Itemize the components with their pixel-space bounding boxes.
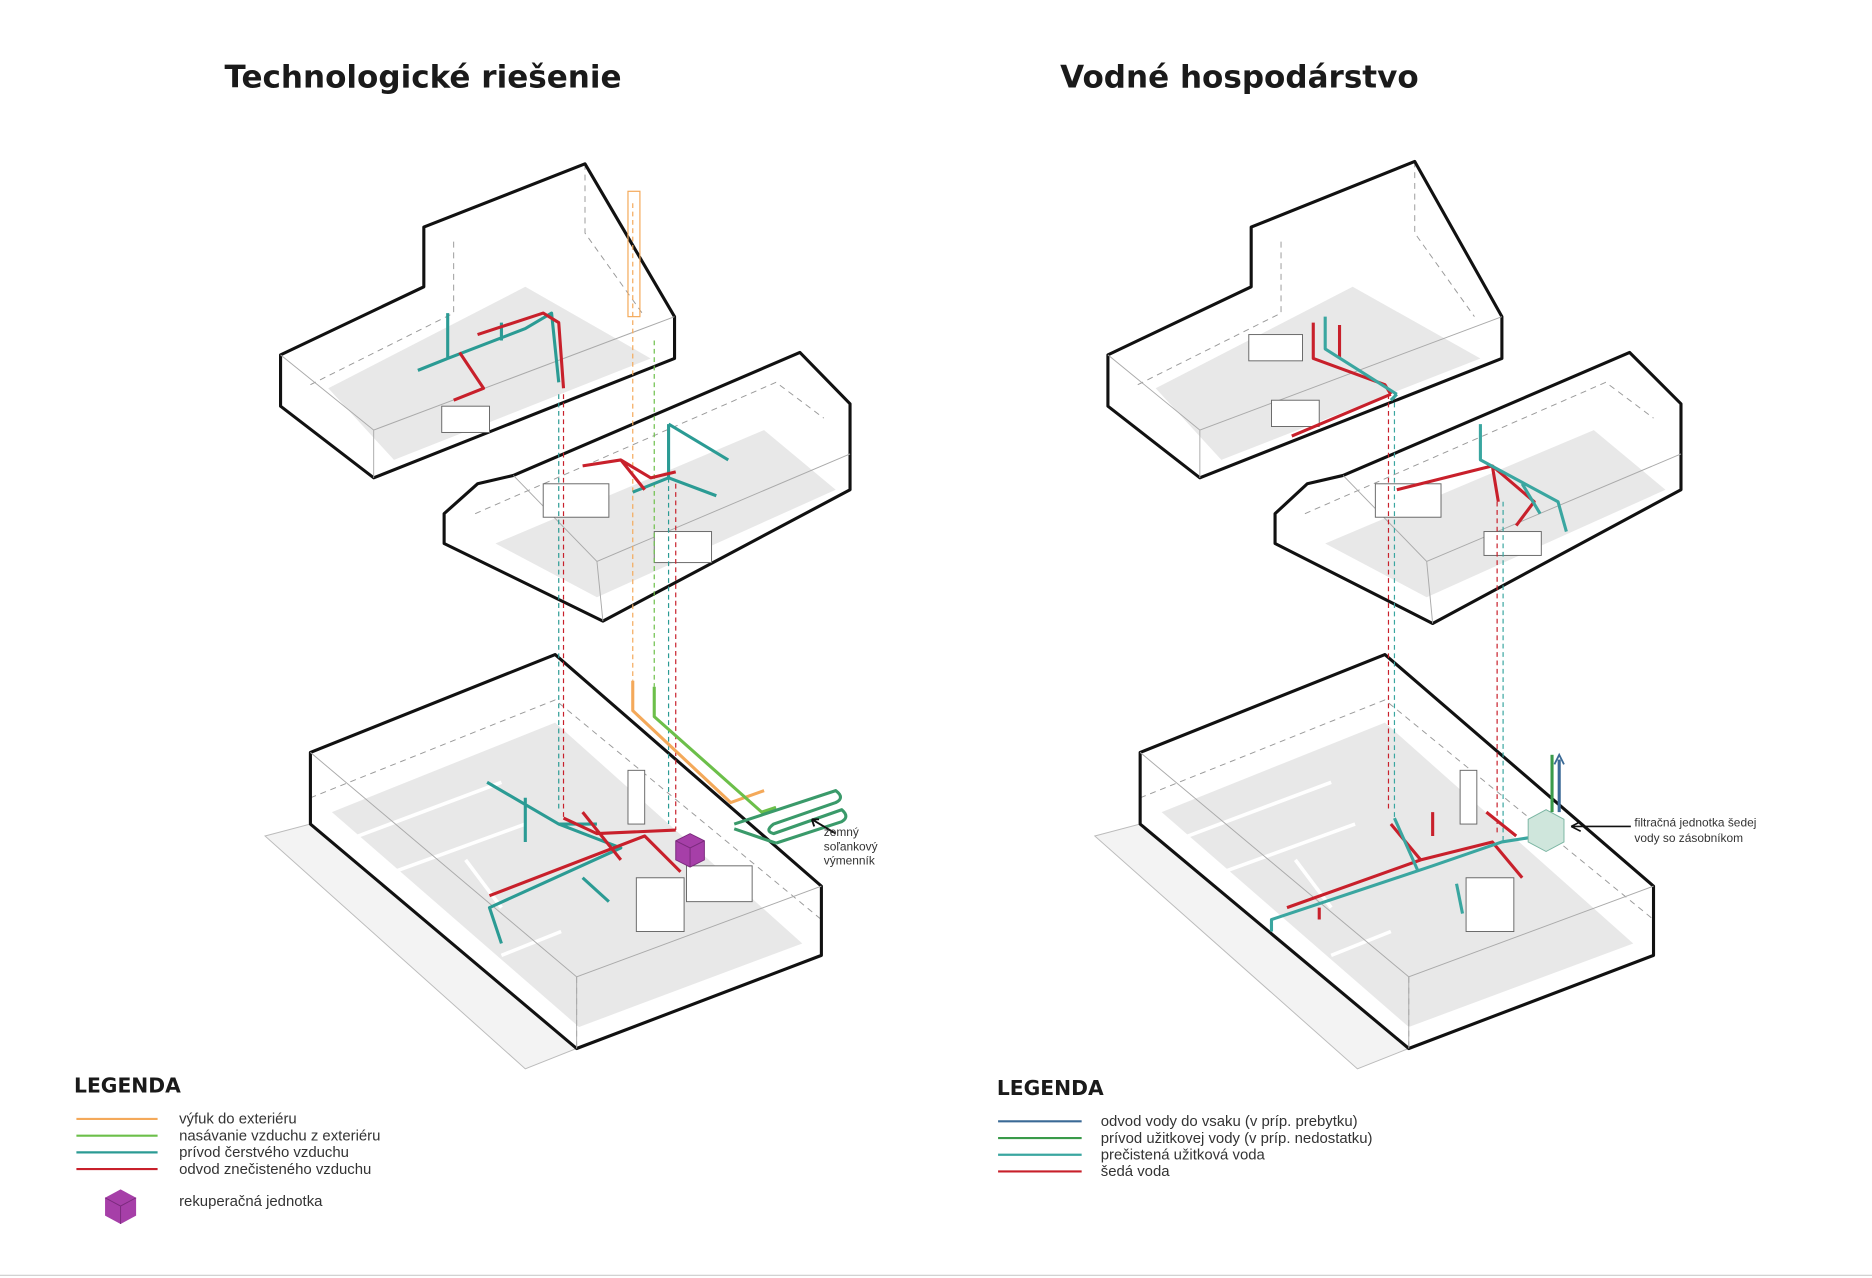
legend-label: nasávanie vzduchu z exteriéru xyxy=(179,1127,380,1144)
arrow-icon xyxy=(810,818,837,835)
left-panel: Technologické riešenie xyxy=(74,59,878,1225)
building-ground-floor xyxy=(308,652,823,1051)
purple-cube-icon xyxy=(104,1189,137,1225)
intake-duct xyxy=(652,686,848,845)
legend-label: odvod vody do vsaku (v príp. prebytku) xyxy=(1101,1113,1358,1130)
exhaust-duct xyxy=(631,680,765,805)
building-middle-floor xyxy=(1273,350,1683,626)
right-title: Vodné hospodárstvo xyxy=(1060,59,1419,95)
arrow-icon xyxy=(1570,820,1631,832)
left-legend: LEGENDA výfuk do exteriéru nasávanie vzd… xyxy=(74,1074,380,1225)
building-ground-floor xyxy=(1138,652,1656,1051)
building-upper-floor xyxy=(279,162,677,480)
fresh-air-pipes xyxy=(417,311,730,944)
recuperation-unit xyxy=(675,833,705,868)
treated-water-pipes xyxy=(1269,316,1568,932)
annotation-line: soľankový xyxy=(824,839,878,853)
legend-label: rekuperačná jednotka xyxy=(179,1193,323,1210)
annotation-line: filtračná jednotka šedej xyxy=(1634,815,1756,829)
exchanger-annotation: zemný soľankový výmenník xyxy=(810,818,878,868)
filtration-unit xyxy=(1527,752,1565,853)
legend-label: šedá voda xyxy=(1101,1163,1170,1180)
legend-label: prívod užitkovej vody (v príp. nedostatk… xyxy=(1101,1130,1373,1147)
legend-label: prečistená užitková voda xyxy=(1101,1147,1266,1164)
annotation-line: zemný xyxy=(824,825,859,839)
fixtures xyxy=(1248,334,1542,932)
legend-heading: LEGENDA xyxy=(997,1076,1104,1100)
building-upper-floor xyxy=(1106,159,1504,480)
left-title: Technologické riešenie xyxy=(224,59,621,95)
right-legend: LEGENDA odvod vody do vsaku (v príp. pre… xyxy=(997,1076,1373,1180)
right-panel: Vodné hospodárstvo xyxy=(997,59,1756,1180)
legend-heading: LEGENDA xyxy=(74,1074,181,1098)
legend-label: odvod znečisteného vzduchu xyxy=(179,1161,371,1178)
filtration-annotation: filtračná jednotka šedej vody so zásobní… xyxy=(1570,815,1756,845)
legend-label: prívod čerstvého vzduchu xyxy=(179,1144,349,1161)
fixtures xyxy=(441,405,753,932)
exhaust-air-pipes xyxy=(453,311,682,898)
annotation-line: vody so zásobníkom xyxy=(1634,831,1743,845)
building-middle-floor xyxy=(442,350,852,623)
annotation-line: výmenník xyxy=(824,854,875,868)
legend-label: výfuk do exteriéru xyxy=(179,1111,297,1128)
